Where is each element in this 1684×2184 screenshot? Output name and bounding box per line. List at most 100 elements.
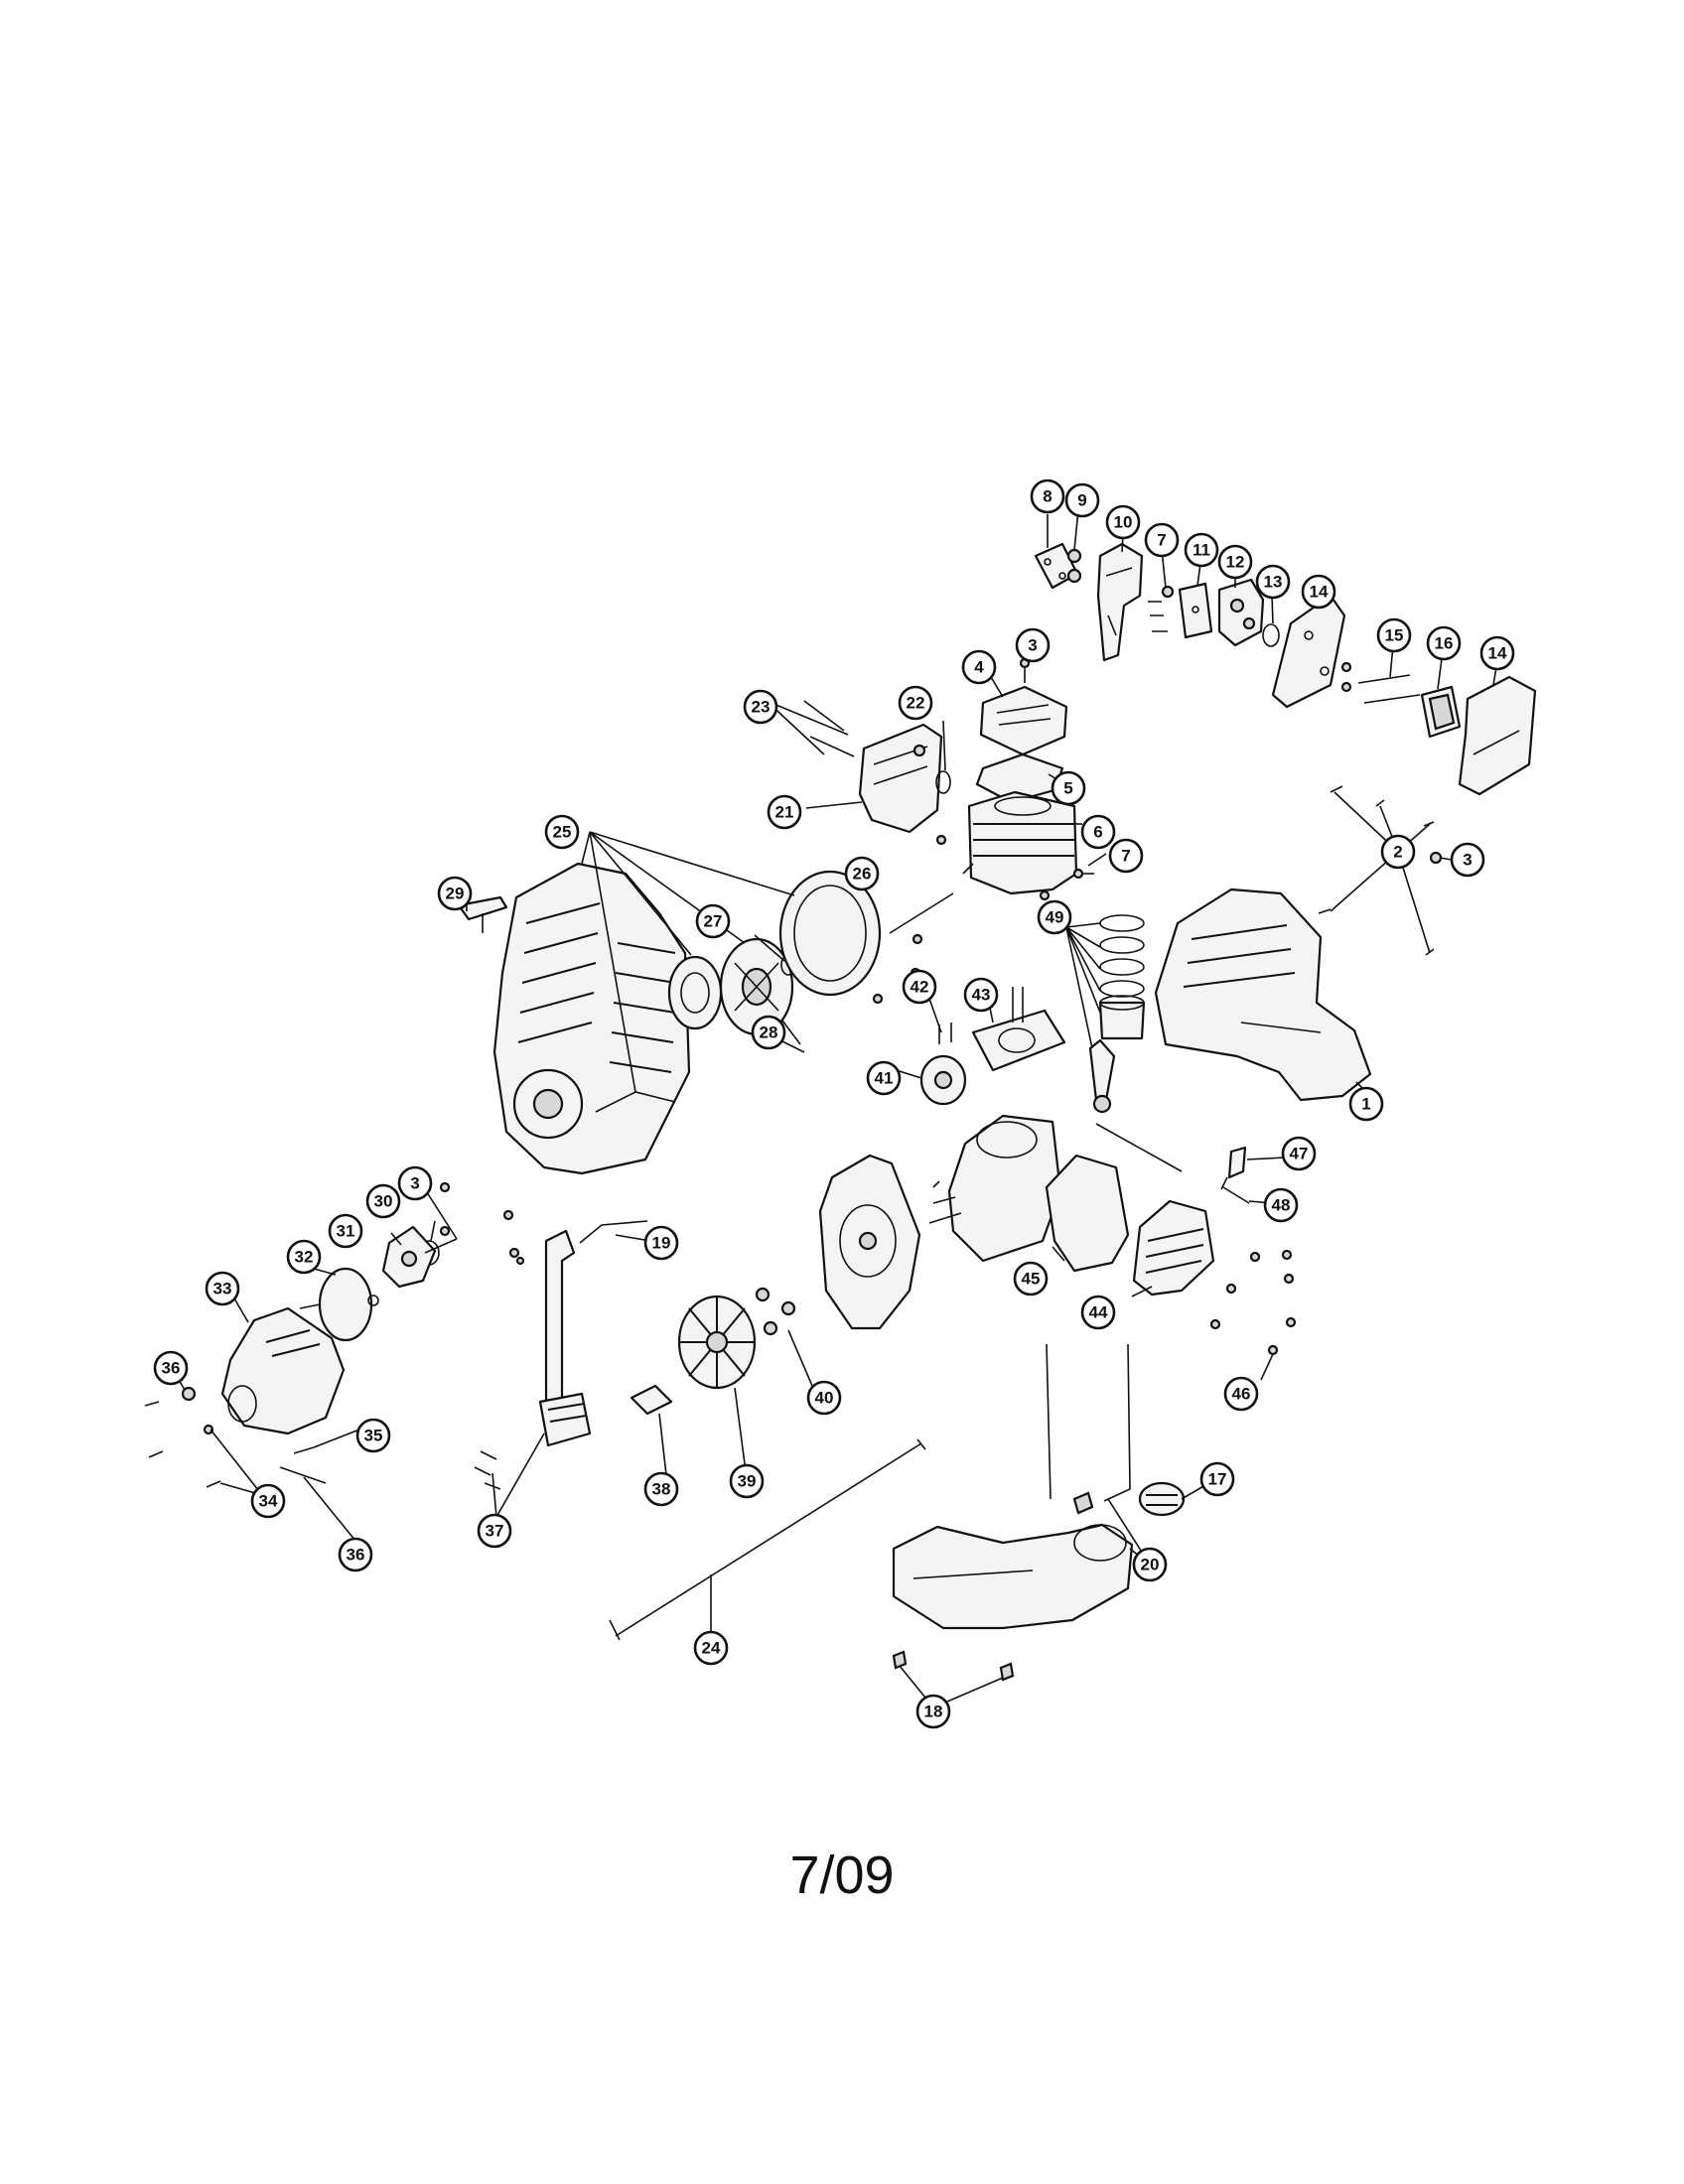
callout-28: 28 <box>751 1015 786 1050</box>
callout-number: 27 <box>704 912 723 931</box>
part-1-shroud <box>1154 887 1372 1102</box>
callout-number: 41 <box>875 1069 894 1088</box>
part-illustrations <box>144 542 1537 1682</box>
callout-8: 8 <box>1030 478 1065 514</box>
callout-41: 41 <box>866 1060 902 1096</box>
callout-11: 11 <box>1184 532 1219 568</box>
callout-number: 29 <box>446 885 465 903</box>
callout-number: 6 <box>1093 823 1102 842</box>
part-44-guard <box>1132 1199 1215 1297</box>
callout-circle <box>963 977 999 1013</box>
part-18-pins <box>892 1650 1015 1682</box>
callout-48: 48 <box>1263 1187 1299 1223</box>
callout-circle <box>1080 1295 1116 1330</box>
callout-36-1: 36 <box>153 1350 189 1386</box>
callout-number: 18 <box>924 1703 943 1721</box>
part-40-nuts <box>755 1287 796 1336</box>
callout-9: 9 <box>1064 482 1100 518</box>
callout-circle <box>1108 838 1144 874</box>
part-25-starter-cover <box>778 870 882 997</box>
callout-number: 19 <box>652 1234 671 1253</box>
callout-number: 26 <box>853 865 872 884</box>
callout-3-3: 3 <box>397 1165 433 1201</box>
callout-40: 40 <box>806 1380 842 1416</box>
callout-7-1: 7 <box>1144 522 1180 558</box>
part-7-screws-cylinder <box>935 834 1094 901</box>
callout-number: 11 <box>1193 541 1210 560</box>
callout-number: 2 <box>1393 843 1402 862</box>
callout-circle <box>1037 899 1072 935</box>
callout-circle <box>902 969 937 1005</box>
part-ignition-module <box>538 1229 592 1447</box>
callout-circle <box>695 903 731 939</box>
part-49-piston-rings <box>1098 914 1146 1040</box>
callout-circle <box>338 1537 373 1572</box>
part-19-wire <box>579 1220 648 1244</box>
part-6-cylinder <box>967 790 1078 895</box>
callout-number: 34 <box>259 1492 278 1511</box>
part-21-muffler <box>858 723 943 834</box>
part-7-screws-upper <box>1148 585 1175 632</box>
callout-30: 30 <box>365 1183 401 1219</box>
callout-number: 25 <box>553 823 572 842</box>
callout-circle <box>437 876 473 911</box>
callout-37: 37 <box>477 1513 512 1549</box>
callout-13: 13 <box>1255 564 1291 600</box>
callout-22: 22 <box>898 685 933 721</box>
callout-49: 49 <box>1037 899 1072 935</box>
callout-number: 14 <box>1488 644 1507 663</box>
callout-number: 10 <box>1114 513 1133 532</box>
part-10-throttle-bracket <box>1096 542 1144 662</box>
callout-circle <box>1450 842 1485 878</box>
callout-1: 1 <box>1348 1086 1384 1122</box>
callout-circle <box>1051 770 1086 806</box>
part-37-screws <box>474 1450 501 1490</box>
callout-circle <box>1426 625 1462 661</box>
part-32-drum <box>299 1267 379 1342</box>
callout-circle <box>544 814 580 850</box>
callout-number: 5 <box>1063 779 1072 798</box>
part-crankshaft-seal <box>932 1180 940 1188</box>
callout-circle <box>767 794 802 830</box>
callout-circle <box>1080 814 1116 850</box>
callout-34: 34 <box>250 1483 286 1519</box>
callout-circle <box>1013 1261 1049 1297</box>
part-14-air-filter-cover <box>1458 675 1537 796</box>
callout-number: 23 <box>752 698 771 717</box>
callout-number: 49 <box>1046 908 1064 927</box>
callout-15: 15 <box>1376 617 1412 653</box>
callout-17: 17 <box>1199 1461 1235 1497</box>
callout-26: 26 <box>844 856 880 891</box>
callout-47: 47 <box>1281 1136 1317 1171</box>
part-13-o-ring <box>1262 623 1280 647</box>
callout-circle <box>1479 635 1515 671</box>
callout-19: 19 <box>643 1225 679 1261</box>
callout-circle <box>1263 1187 1299 1223</box>
part-crankcase <box>928 1114 1062 1263</box>
callout-circle <box>915 1694 951 1729</box>
part-16-filter <box>1420 685 1462 739</box>
part-fan-housing <box>818 1154 921 1330</box>
callout-circle <box>1223 1376 1259 1412</box>
callout-10: 10 <box>1105 504 1141 540</box>
callout-24: 24 <box>693 1630 729 1666</box>
part-22-gasket <box>935 770 951 794</box>
callout-14-1: 14 <box>1301 574 1336 610</box>
callout-5: 5 <box>1051 770 1086 806</box>
callout-circle <box>729 1463 765 1499</box>
part-12-carburetor <box>1217 578 1265 647</box>
callout-circle <box>1380 834 1416 870</box>
callout-number: 37 <box>486 1522 504 1541</box>
callout-number: 13 <box>1264 573 1283 592</box>
callout-42: 42 <box>902 969 937 1005</box>
callout-circle <box>365 1183 401 1219</box>
callout-46: 46 <box>1223 1376 1259 1412</box>
callout-number: 38 <box>652 1480 671 1499</box>
callout-35: 35 <box>355 1418 391 1453</box>
part-38-spacer <box>630 1384 673 1416</box>
callout-number: 39 <box>738 1472 757 1491</box>
callout-number: 24 <box>702 1639 721 1658</box>
part-20-tube <box>1046 1343 1131 1515</box>
